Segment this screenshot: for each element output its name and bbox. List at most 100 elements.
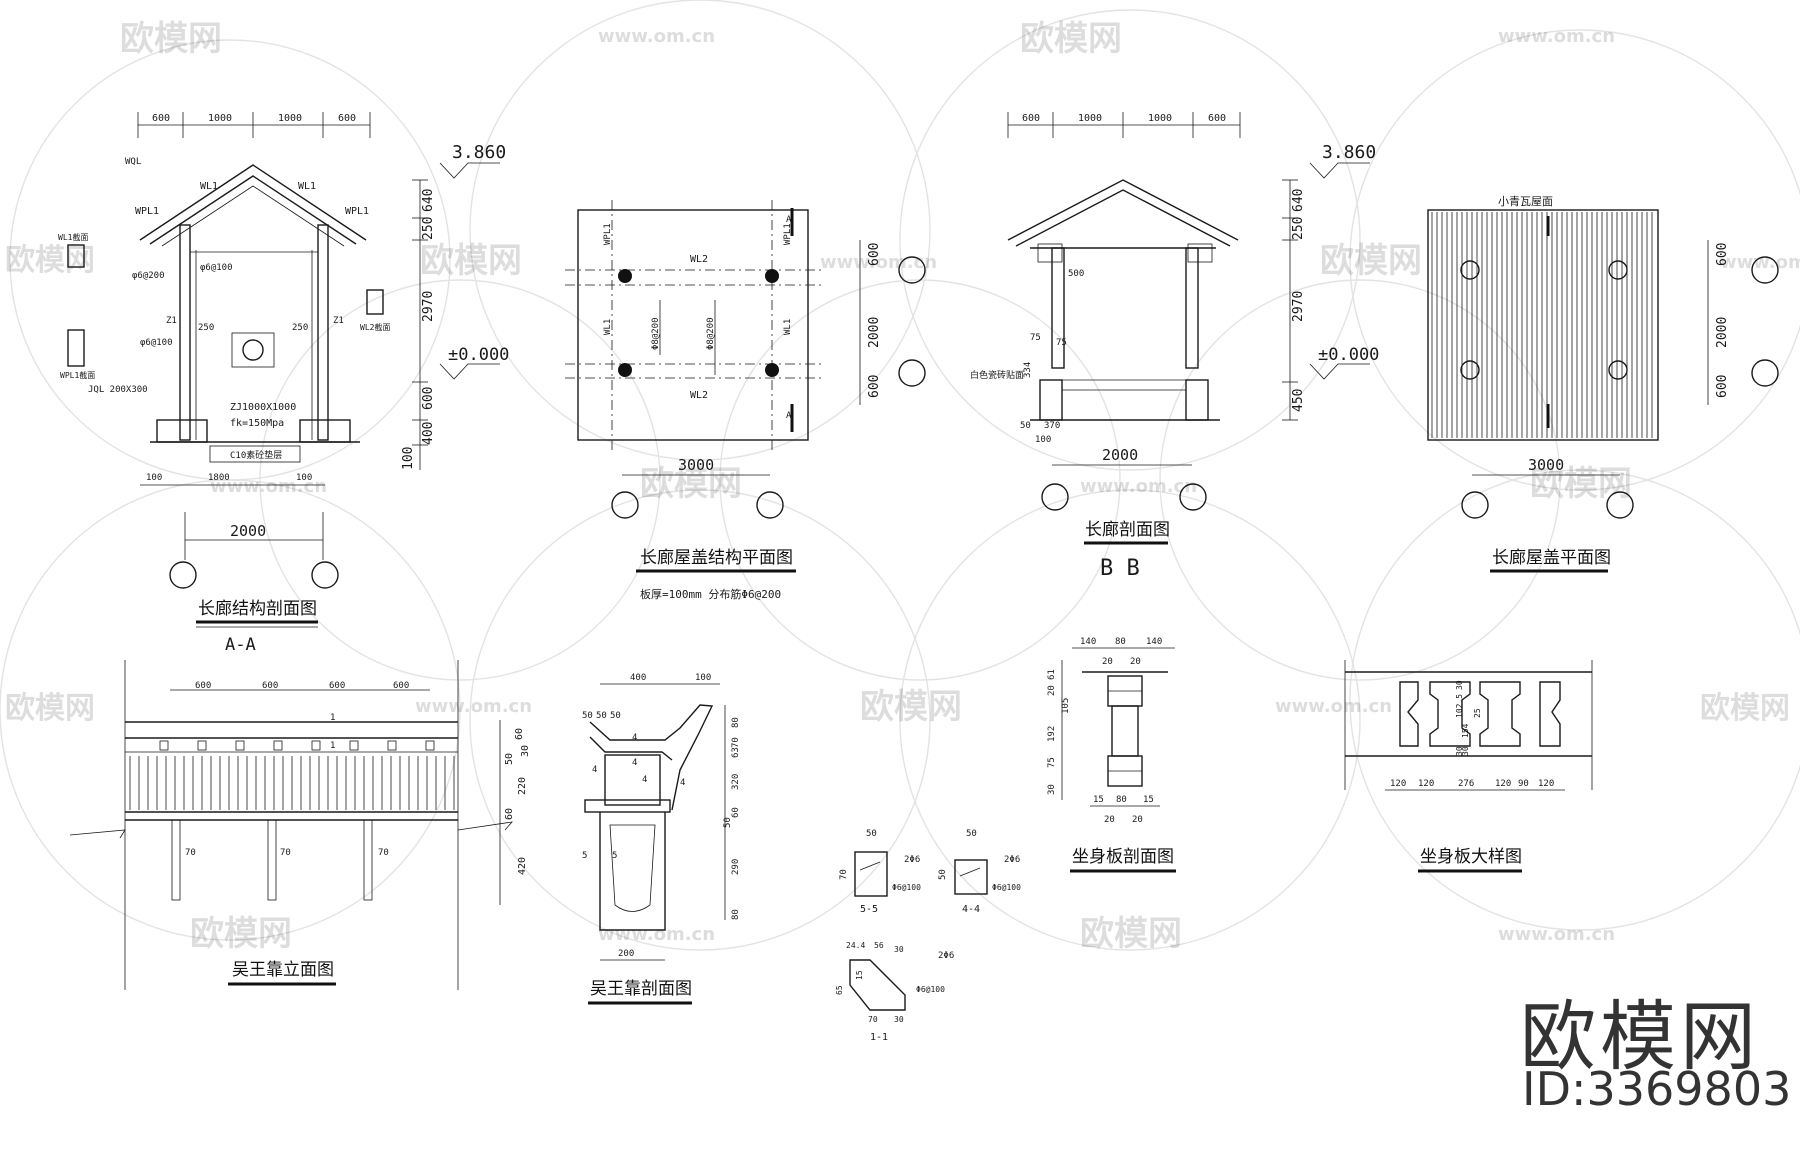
roof-structure-note: 板厚=100mm 分布筋Φ6@200 <box>640 587 781 601</box>
vdim-2970: 2970 <box>1291 291 1306 322</box>
vdim-320: 320 <box>731 774 741 790</box>
bench-rail-block <box>349 740 359 751</box>
label-50-c: 50 <box>610 711 621 721</box>
vdim-2970: 2970 <box>421 291 436 322</box>
dim-80-bottom: 80 <box>1116 795 1127 805</box>
vdim-50: 50 <box>723 817 733 828</box>
detail-44-dim-w: 50 <box>966 829 977 839</box>
label-50-b: 50 <box>596 711 607 721</box>
detail-44-id: 4-4 <box>962 904 980 915</box>
detail-55-stirrup: Φ6@100 <box>892 883 921 892</box>
corridor-section-title: 长廊剖面图 <box>1085 520 1170 540</box>
watermark-url: www.om.cn <box>1498 26 1615 47</box>
label-tile-facing: 白色瓷砖贴面 <box>970 369 1024 381</box>
dim-15-right: 15 <box>1143 795 1154 805</box>
watermark-url: www.om.cn <box>1080 476 1197 497</box>
watermark-url: www.om.cn <box>210 476 327 497</box>
label-4-c: 4 <box>592 765 597 775</box>
seat-board-detail-title: 坐身板大样图 <box>1420 847 1522 867</box>
bench-elevation-drawing: 600 600 600 600 1 1 70 70 70 60 50 30 22… <box>69 660 531 990</box>
watermark-url: www.om.cn <box>598 26 715 47</box>
watermark-logo: 欧模网 <box>1020 19 1122 59</box>
dim-80: 80 <box>1115 637 1126 647</box>
label-334: 334 <box>1023 362 1033 378</box>
label-1-top: 1 <box>330 713 335 723</box>
vdim-60b: 60 <box>504 808 515 820</box>
vdim-640: 640 <box>1291 189 1306 212</box>
brand-logo-text: 欧模网 <box>1520 992 1760 1081</box>
watermark-logo: 欧模网 <box>1080 914 1182 954</box>
bench-section-drawing: 400 100 50 50 50 4 4 4 4 4 5 5 80 70 63 … <box>582 673 741 1005</box>
dim-120-3: 120 <box>1495 779 1511 789</box>
watermark-logo: 欧模网 <box>190 914 292 954</box>
dim-top-2: 1000 <box>208 113 232 124</box>
axis-bubble <box>1751 359 1779 387</box>
label-wpl1-section: WPL1截面 <box>60 370 95 380</box>
label-30-a: 30 <box>1455 680 1464 690</box>
bench-rail-block <box>425 740 435 751</box>
label-75-left: 75 <box>1030 333 1041 343</box>
seat-board-detail-drawing: 30 102.5 154 25 30 30 120 120 276 120 90… <box>1344 660 1593 873</box>
watermark-url: www.om.cn <box>598 924 715 945</box>
label-4-d: 4 <box>642 775 647 785</box>
label-70-3: 70 <box>378 848 389 858</box>
dim-top-1: 600 <box>152 113 170 124</box>
detail-44-bar: 2Φ6 <box>1004 855 1020 865</box>
vdim-600-top: 600 <box>1715 243 1730 266</box>
vdim-250: 250 <box>421 217 436 240</box>
watermark-url: www.om.cn <box>1275 696 1392 717</box>
label-wql: WQL <box>125 157 141 167</box>
structure-section-drawing: 600 1000 1000 600 WL1 WL1 WPL1 WPL1 WQL … <box>58 112 509 655</box>
label-50-a: 50 <box>582 711 593 721</box>
label-70-2: 70 <box>280 848 291 858</box>
dim-20-left: 20 <box>1102 657 1113 667</box>
watermark-logo: 欧模网 <box>420 241 522 281</box>
axis-bubble <box>1179 483 1207 511</box>
vdim-105: 105 <box>1061 698 1071 714</box>
watermark-logo: 欧模网 <box>5 691 95 726</box>
label-rebar-plan: Φ8@200 <box>706 317 716 350</box>
dim-top-2: 1000 <box>1078 113 1102 124</box>
dim-100: 100 <box>695 673 711 683</box>
vdim-75: 75 <box>1047 757 1057 768</box>
vdim-100: 100 <box>401 447 416 470</box>
label-5-a: 5 <box>582 851 587 861</box>
label-wl1-plan: WL1 <box>783 319 793 335</box>
label-75-right: 75 <box>1056 338 1067 348</box>
label-30-c: 30 <box>1461 746 1470 756</box>
elevation-zero: ±0.000 <box>1318 345 1379 365</box>
label-500: 500 <box>1068 269 1084 279</box>
detail-44-dim-h: 50 <box>938 869 948 880</box>
vdim-60: 60 <box>731 807 741 818</box>
vdim-600: 600 <box>421 387 436 410</box>
vdim-60: 60 <box>514 728 525 740</box>
label-25: 25 <box>1473 708 1482 718</box>
label-rebar-3: φ6@100 <box>140 338 173 348</box>
vdim-30: 30 <box>1047 784 1057 795</box>
label-z1-left: Z1 <box>166 316 177 326</box>
label-370: 370 <box>1044 421 1060 431</box>
elevation-top: 3.860 <box>452 142 506 163</box>
label-1-bottom: 1 <box>330 741 335 751</box>
label-rebar-1: φ6@200 <box>132 271 165 281</box>
section-mark-bb: B B <box>1100 556 1140 581</box>
vdim-20: 20 <box>1047 685 1057 696</box>
bench-rail-block <box>159 740 169 751</box>
detail-11-id: 1-1 <box>870 1032 888 1043</box>
dim-span: 2000 <box>1102 446 1138 464</box>
dim-600-4: 600 <box>393 681 409 691</box>
label-wpl1-plan: WPL1 <box>603 223 613 245</box>
dim-140-left: 140 <box>1080 637 1096 647</box>
dim-top-3: 1000 <box>1148 113 1172 124</box>
bench-rail-block <box>311 740 321 751</box>
watermark-logo: 欧模网 <box>1530 464 1632 504</box>
structure-section-title: 长廊结构剖面图 <box>198 599 317 619</box>
detail-11-dim-f: 30 <box>894 1015 904 1024</box>
corridor-section-drawing: 600 1000 1000 600 500 75 75 334 50 370 1… <box>970 112 1379 581</box>
label-154: 154 <box>1461 723 1470 738</box>
label-wl1-right: WL1 <box>298 181 316 192</box>
label-100: 100 <box>1035 435 1051 445</box>
axis-bubble <box>898 256 926 284</box>
vdim-70: 70 <box>731 737 741 748</box>
